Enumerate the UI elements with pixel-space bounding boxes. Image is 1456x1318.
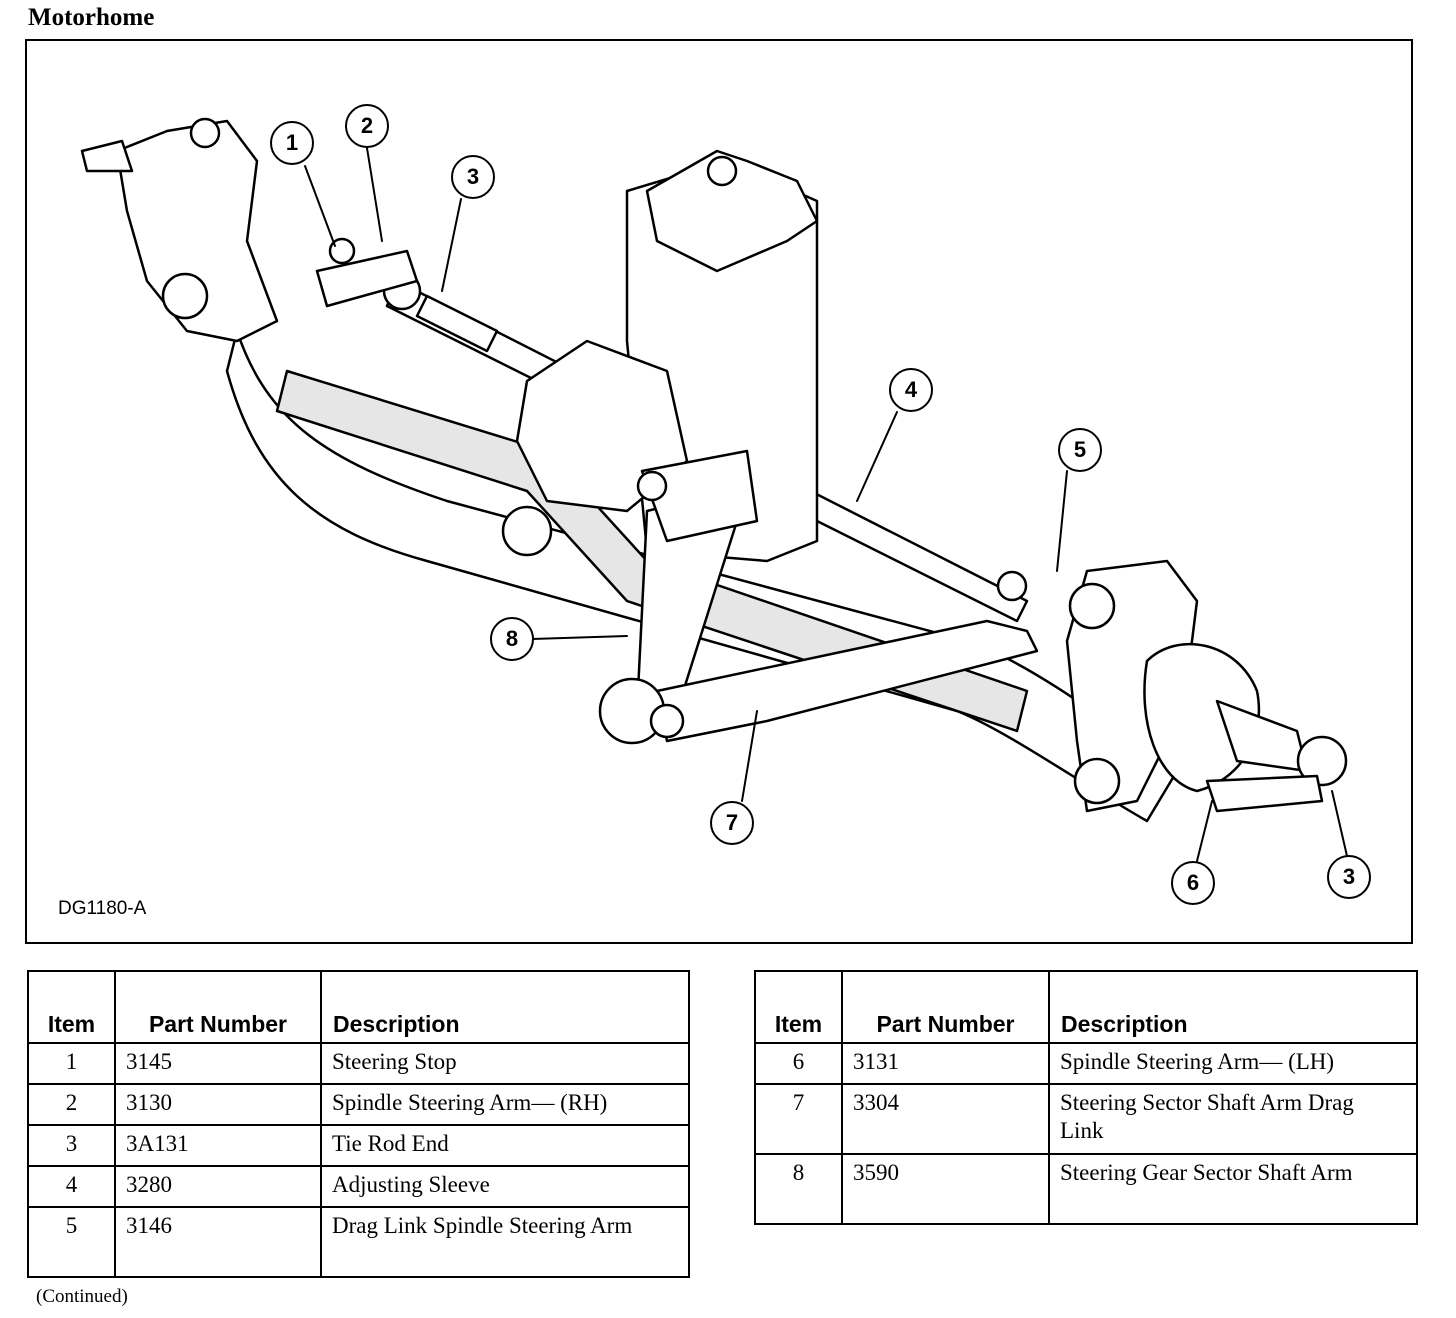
callout-7: 7 [710,801,754,845]
left-steering-arm [1205,774,1324,813]
page-heading: Motorhome [28,4,155,31]
steering-gear-top [645,149,819,273]
adjusting-sleeve [415,294,499,353]
left-hub-bolt [1073,757,1121,805]
header-description: Description [320,970,690,1044]
item-cell: 7 [754,1083,843,1155]
continued-note: (Continued) [36,1286,128,1307]
description-cell: Steering Stop [320,1042,690,1085]
part-number-cell: 3304 [841,1083,1050,1155]
drag-link-spindle-top [996,570,1028,602]
part-number-cell: 3131 [841,1042,1050,1085]
callout-4: 4 [889,368,933,412]
part-number-cell: 3145 [114,1042,322,1085]
steering-gear-top-bolt [706,155,738,187]
item-cell: 5 [27,1206,116,1278]
description-cell: Steering Gear Sector Shaft Arm [1048,1153,1418,1225]
sector-shaft-clamp [640,449,759,543]
description-cell: Steering Sector Shaft Arm Drag Link [1048,1083,1418,1155]
right-hub-bolt [161,272,209,320]
table-row: 2 3130 Spindle Steering Arm— (RH) [27,1083,690,1126]
table-row: 5 3146 Drag Link Spindle Steering Arm [27,1206,690,1278]
item-cell: 4 [27,1165,116,1208]
part-number-cell: 3590 [841,1153,1050,1225]
leader-lines [304,147,1348,862]
steering-gear-mount-bolt [501,505,553,557]
parts-table-left: Item Part Number Description 1 3145 Stee… [27,970,690,1278]
description-cell: Adjusting Sleeve [320,1165,690,1208]
drag-link [655,619,1039,743]
part-number-cell: 3146 [114,1206,322,1278]
item-cell: 3 [27,1124,116,1167]
sector-shaft-nut [636,470,668,502]
parts-table-right: Item Part Number Description 6 3131 Spin… [754,970,1418,1225]
callout-3-left: 3 [1327,855,1371,899]
callout-1: 1 [270,121,314,165]
right-steering-arm [315,249,419,308]
table-row: 3 3A131 Tie Rod End [27,1124,690,1167]
description-cell: Drag Link Spindle Steering Arm [320,1206,690,1278]
table-row: 8 3590 Steering Gear Sector Shaft Arm [754,1153,1418,1225]
table-row: 6 3131 Spindle Steering Arm— (LH) [754,1042,1418,1085]
callout-6: 6 [1171,861,1215,905]
part-number-cell: 3A131 [114,1124,322,1167]
item-cell: 8 [754,1153,843,1225]
header-item: Item [754,970,843,1044]
table-row: 1 3145 Steering Stop [27,1042,690,1085]
callout-8: 8 [490,617,534,661]
table-row: 7 3304 Steering Sector Shaft Arm Drag Li… [754,1083,1418,1155]
table-row: 4 3280 Adjusting Sleeve [27,1165,690,1208]
steering-stop [328,237,356,265]
description-cell: Spindle Steering Arm— (LH) [1048,1042,1418,1085]
left-tie-rod-end [1296,735,1348,787]
description-cell: Spindle Steering Arm— (RH) [320,1083,690,1126]
drag-link-spindle-nut [1068,582,1116,630]
item-cell: 1 [27,1042,116,1085]
steering-linkage-drawing [80,117,1348,862]
header-item: Item [27,970,116,1044]
header-part-number: Part Number [114,970,322,1044]
item-cell: 2 [27,1083,116,1126]
right-spindle [80,139,134,173]
item-cell: 6 [754,1042,843,1085]
callout-3: 3 [451,155,495,199]
part-number-cell: 3280 [114,1165,322,1208]
steering-linkage-figure: 1 2 3 4 5 6 7 8 3 DG1180-A [25,39,1413,944]
callout-5: 5 [1058,428,1102,472]
drag-link-nut [649,703,685,739]
right-top-bolt [189,117,221,149]
description-cell: Tie Rod End [320,1124,690,1167]
header-part-number: Part Number [841,970,1050,1044]
part-number-cell: 3130 [114,1083,322,1126]
callout-2: 2 [345,104,389,148]
figure-id: DG1180-A [58,898,147,919]
header-description: Description [1048,970,1418,1044]
